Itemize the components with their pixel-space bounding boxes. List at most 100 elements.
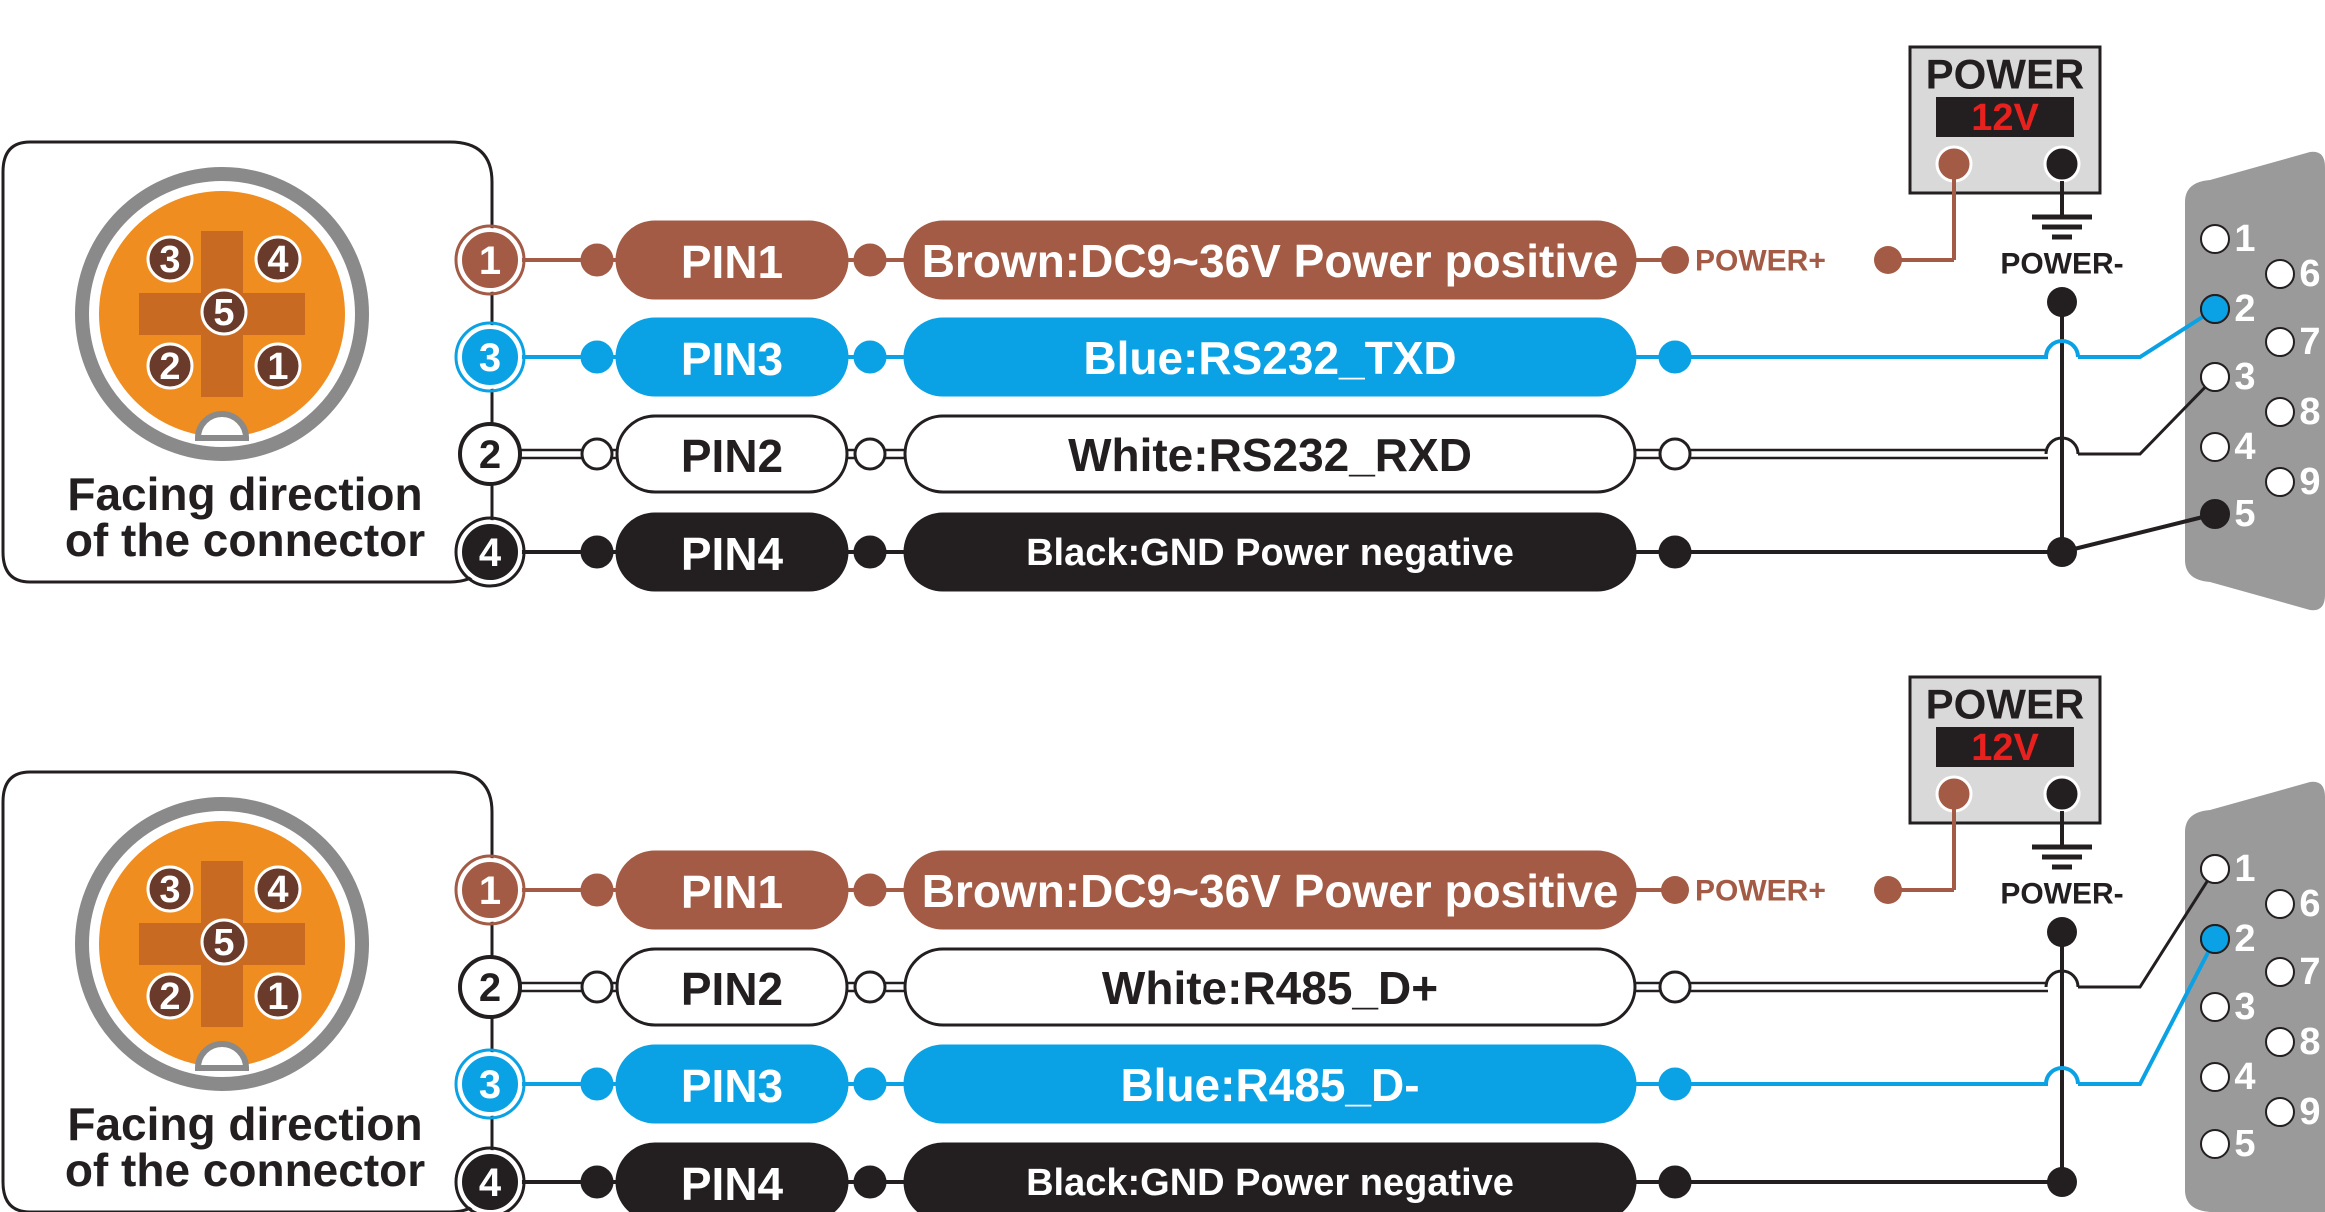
desc-pill bbox=[903, 414, 1637, 494]
desc-label: Brown:DC9~36V Power positive bbox=[922, 865, 1619, 917]
ground-top-dot bbox=[2047, 287, 2077, 317]
pin-pill bbox=[615, 1142, 849, 1212]
connector-caption-line2: of the connector bbox=[65, 1144, 425, 1196]
db9-pin bbox=[2265, 957, 2295, 987]
pin-label: PIN3 bbox=[681, 1060, 783, 1112]
power-plus-dot bbox=[1661, 246, 1689, 274]
wire-number: 1 bbox=[479, 869, 501, 913]
power-title: POWER bbox=[1926, 51, 2085, 98]
desc-label: Black:GND Power negative bbox=[1026, 1162, 1514, 1204]
power-plus-end-dot bbox=[1874, 246, 1902, 274]
desc-label: Blue:R485_D- bbox=[1120, 1059, 1419, 1111]
route-hop bbox=[2044, 339, 2080, 358]
wire-dot bbox=[853, 1067, 887, 1101]
wire-dot bbox=[853, 243, 887, 277]
wire-number: 2 bbox=[479, 966, 501, 1010]
power-display bbox=[1936, 727, 2074, 767]
wire-dot bbox=[853, 535, 887, 569]
wire-number-ring bbox=[454, 854, 526, 926]
connector-key-notch bbox=[194, 1041, 250, 1071]
db9-pin bbox=[2200, 1062, 2230, 1092]
wire-number-circle bbox=[458, 325, 522, 389]
route-to-db9 bbox=[2078, 868, 2217, 989]
wire-number-circle bbox=[458, 1052, 522, 1116]
db9-pin bbox=[2200, 1129, 2230, 1159]
desc-pill bbox=[903, 1142, 1637, 1212]
db9-pin-connected bbox=[2201, 500, 2229, 528]
connector-key-notch bbox=[194, 411, 250, 441]
wire-number: 4 bbox=[479, 531, 502, 575]
desc-label: Blue:RS232_TXD bbox=[1083, 332, 1456, 384]
wire-dot bbox=[1658, 970, 1692, 1004]
wire-number: 2 bbox=[479, 433, 501, 477]
db9-pin-label: 6 bbox=[2299, 253, 2320, 295]
db9-pin-connected bbox=[2200, 924, 2230, 954]
desc-pill bbox=[903, 850, 1637, 930]
wire-number-ring bbox=[454, 1146, 526, 1212]
db9-pin bbox=[2200, 224, 2230, 254]
wire-number-circle bbox=[458, 520, 522, 584]
db9-pin bbox=[2265, 467, 2295, 497]
connector-pin-p5 bbox=[200, 288, 248, 336]
connector-caption-line2: of the connector bbox=[65, 514, 425, 566]
connector-pin-label-p1: 1 bbox=[267, 346, 288, 388]
power-title: POWER bbox=[1926, 681, 2085, 728]
pin-label: PIN2 bbox=[681, 963, 783, 1015]
desc-label: Brown:DC9~36V Power positive bbox=[922, 235, 1619, 287]
pin-label: PIN4 bbox=[681, 528, 784, 580]
wire-number-ring bbox=[454, 1048, 526, 1120]
db9-pin-label: 8 bbox=[2299, 391, 2320, 433]
wire-dot bbox=[853, 873, 887, 907]
power-plus-dot bbox=[1661, 876, 1689, 904]
wire-number: 4 bbox=[479, 1161, 502, 1205]
wire-number-circle bbox=[458, 858, 522, 922]
db9-pin-label: 6 bbox=[2299, 883, 2320, 925]
db9-pin-label: 7 bbox=[2299, 321, 2320, 363]
connector-pin-p5 bbox=[200, 918, 248, 966]
db9-pin bbox=[2200, 992, 2230, 1022]
pin-label: PIN1 bbox=[681, 866, 783, 918]
wire-number-ring bbox=[454, 224, 526, 296]
power-minus-terminal bbox=[2043, 775, 2081, 813]
pin-pill bbox=[615, 1044, 849, 1124]
wire-number-circle bbox=[458, 422, 522, 486]
route-to-db9 bbox=[2078, 938, 2217, 1086]
power-display bbox=[1936, 97, 2074, 137]
pin-label: PIN3 bbox=[681, 333, 783, 385]
power-voltage: 12V bbox=[1971, 727, 2039, 769]
wire-dot bbox=[580, 340, 614, 374]
db9-pin-label: 4 bbox=[2234, 1056, 2255, 1098]
db9-pin bbox=[2265, 1027, 2295, 1057]
wire-dot bbox=[580, 1067, 614, 1101]
power-plus-end-dot bbox=[1874, 876, 1902, 904]
db9-pin-label: 9 bbox=[2299, 461, 2320, 503]
wire-dot bbox=[853, 437, 887, 471]
wire-dot bbox=[1658, 1165, 1692, 1199]
connector-pin-p3 bbox=[146, 235, 194, 283]
connector-caption-line1: Facing direction bbox=[67, 468, 422, 520]
db9-pin-label: 2 bbox=[2234, 288, 2255, 330]
wire-number-circle bbox=[458, 955, 522, 1019]
connector-caption-line1: Facing direction bbox=[67, 1098, 422, 1150]
db9-pin bbox=[2265, 889, 2295, 919]
power-voltage: 12V bbox=[1971, 97, 2039, 139]
connector-pin-label-p5: 5 bbox=[213, 292, 234, 334]
desc-pill bbox=[903, 317, 1637, 397]
wire-dot bbox=[1658, 1067, 1692, 1101]
power-minus-terminal bbox=[2043, 145, 2081, 183]
wire-dot bbox=[1658, 340, 1692, 374]
connector-pin-label-p3: 3 bbox=[159, 239, 180, 281]
